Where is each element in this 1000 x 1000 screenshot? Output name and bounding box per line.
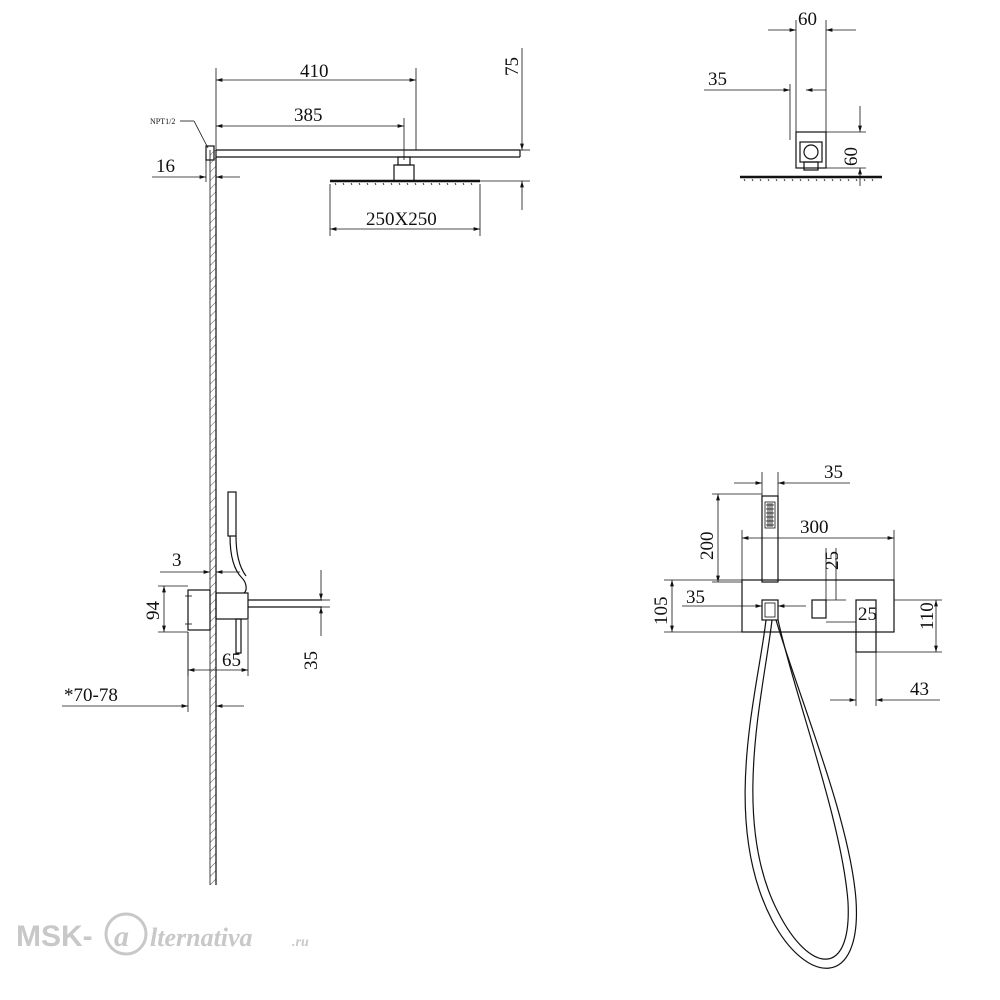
dim-knob-width: 43	[830, 652, 940, 706]
label-25-knob: 25	[858, 604, 877, 625]
label-35-holder: 35	[686, 587, 705, 608]
dim-connector-width: 60	[768, 9, 856, 132]
dim-connector-offset: 35	[704, 69, 826, 140]
dim-arm-height: 75	[480, 48, 530, 210]
dim-holder-width: 35	[682, 587, 806, 608]
label-200: 200	[697, 532, 718, 561]
dim-head-size: 250X250	[329, 184, 481, 236]
label-npt: NPT1/2	[150, 117, 175, 126]
dim-hand-shower-width: 35	[734, 462, 850, 500]
dim-arm-total: 410	[215, 61, 417, 150]
label-25-top: 25	[822, 551, 843, 570]
connector-detail	[740, 131, 882, 182]
dim-arm-head: 385	[216, 105, 405, 160]
label-35-hand: 35	[824, 462, 843, 483]
label-410: 410	[300, 61, 329, 82]
label-70-78: *70-78	[64, 685, 118, 706]
label-65: 65	[222, 650, 241, 671]
wall	[209, 150, 217, 885]
dim-install-depth: *70-78	[62, 632, 244, 712]
dim-plate-width: 300	[741, 517, 895, 580]
dim-knob-height: 110	[876, 599, 942, 653]
label-3: 3	[172, 550, 182, 571]
dim-gap: 3	[160, 550, 240, 574]
watermark-logo: MSK- a lternativa .ru	[16, 912, 309, 956]
label-110: 110	[917, 602, 938, 630]
label-16: 16	[156, 156, 175, 177]
watermark-msk: MSK-	[16, 920, 93, 953]
label-43: 43	[910, 679, 929, 700]
dim-connector-height: 60	[826, 106, 866, 186]
dim-spout-thickness: 35	[301, 570, 330, 670]
label-35-left: 35	[301, 651, 322, 670]
mixer-side	[185, 491, 322, 654]
dim-mixer-height: 94	[143, 585, 188, 633]
label-300: 300	[800, 517, 829, 538]
dim-handle-gap: 25	[822, 548, 846, 601]
dim-plate-height: 105	[651, 579, 742, 633]
label-105: 105	[651, 597, 672, 626]
shower-arm	[205, 145, 521, 182]
dim-hand-shower-height: 200	[697, 493, 762, 583]
label-75: 75	[502, 57, 523, 76]
dim-mixer-depth: 65	[187, 620, 249, 676]
dim-flange: 16	[152, 156, 240, 182]
label-250x250: 250X250	[366, 209, 437, 230]
label-94: 94	[143, 601, 164, 621]
label-60-top: 60	[798, 9, 817, 30]
watermark-tld: .ru	[292, 935, 309, 950]
watermark-lternativa: lternativa	[150, 923, 253, 952]
dim-knob-size: 25	[826, 604, 877, 625]
mixer-front	[741, 495, 895, 969]
label-35-top: 35	[708, 69, 727, 90]
thread-callout: NPT1/2	[150, 117, 209, 149]
label-60-side: 60	[841, 147, 862, 166]
label-385: 385	[294, 105, 323, 126]
svg-text:a: a	[114, 920, 129, 953]
shower-head	[330, 179, 480, 186]
